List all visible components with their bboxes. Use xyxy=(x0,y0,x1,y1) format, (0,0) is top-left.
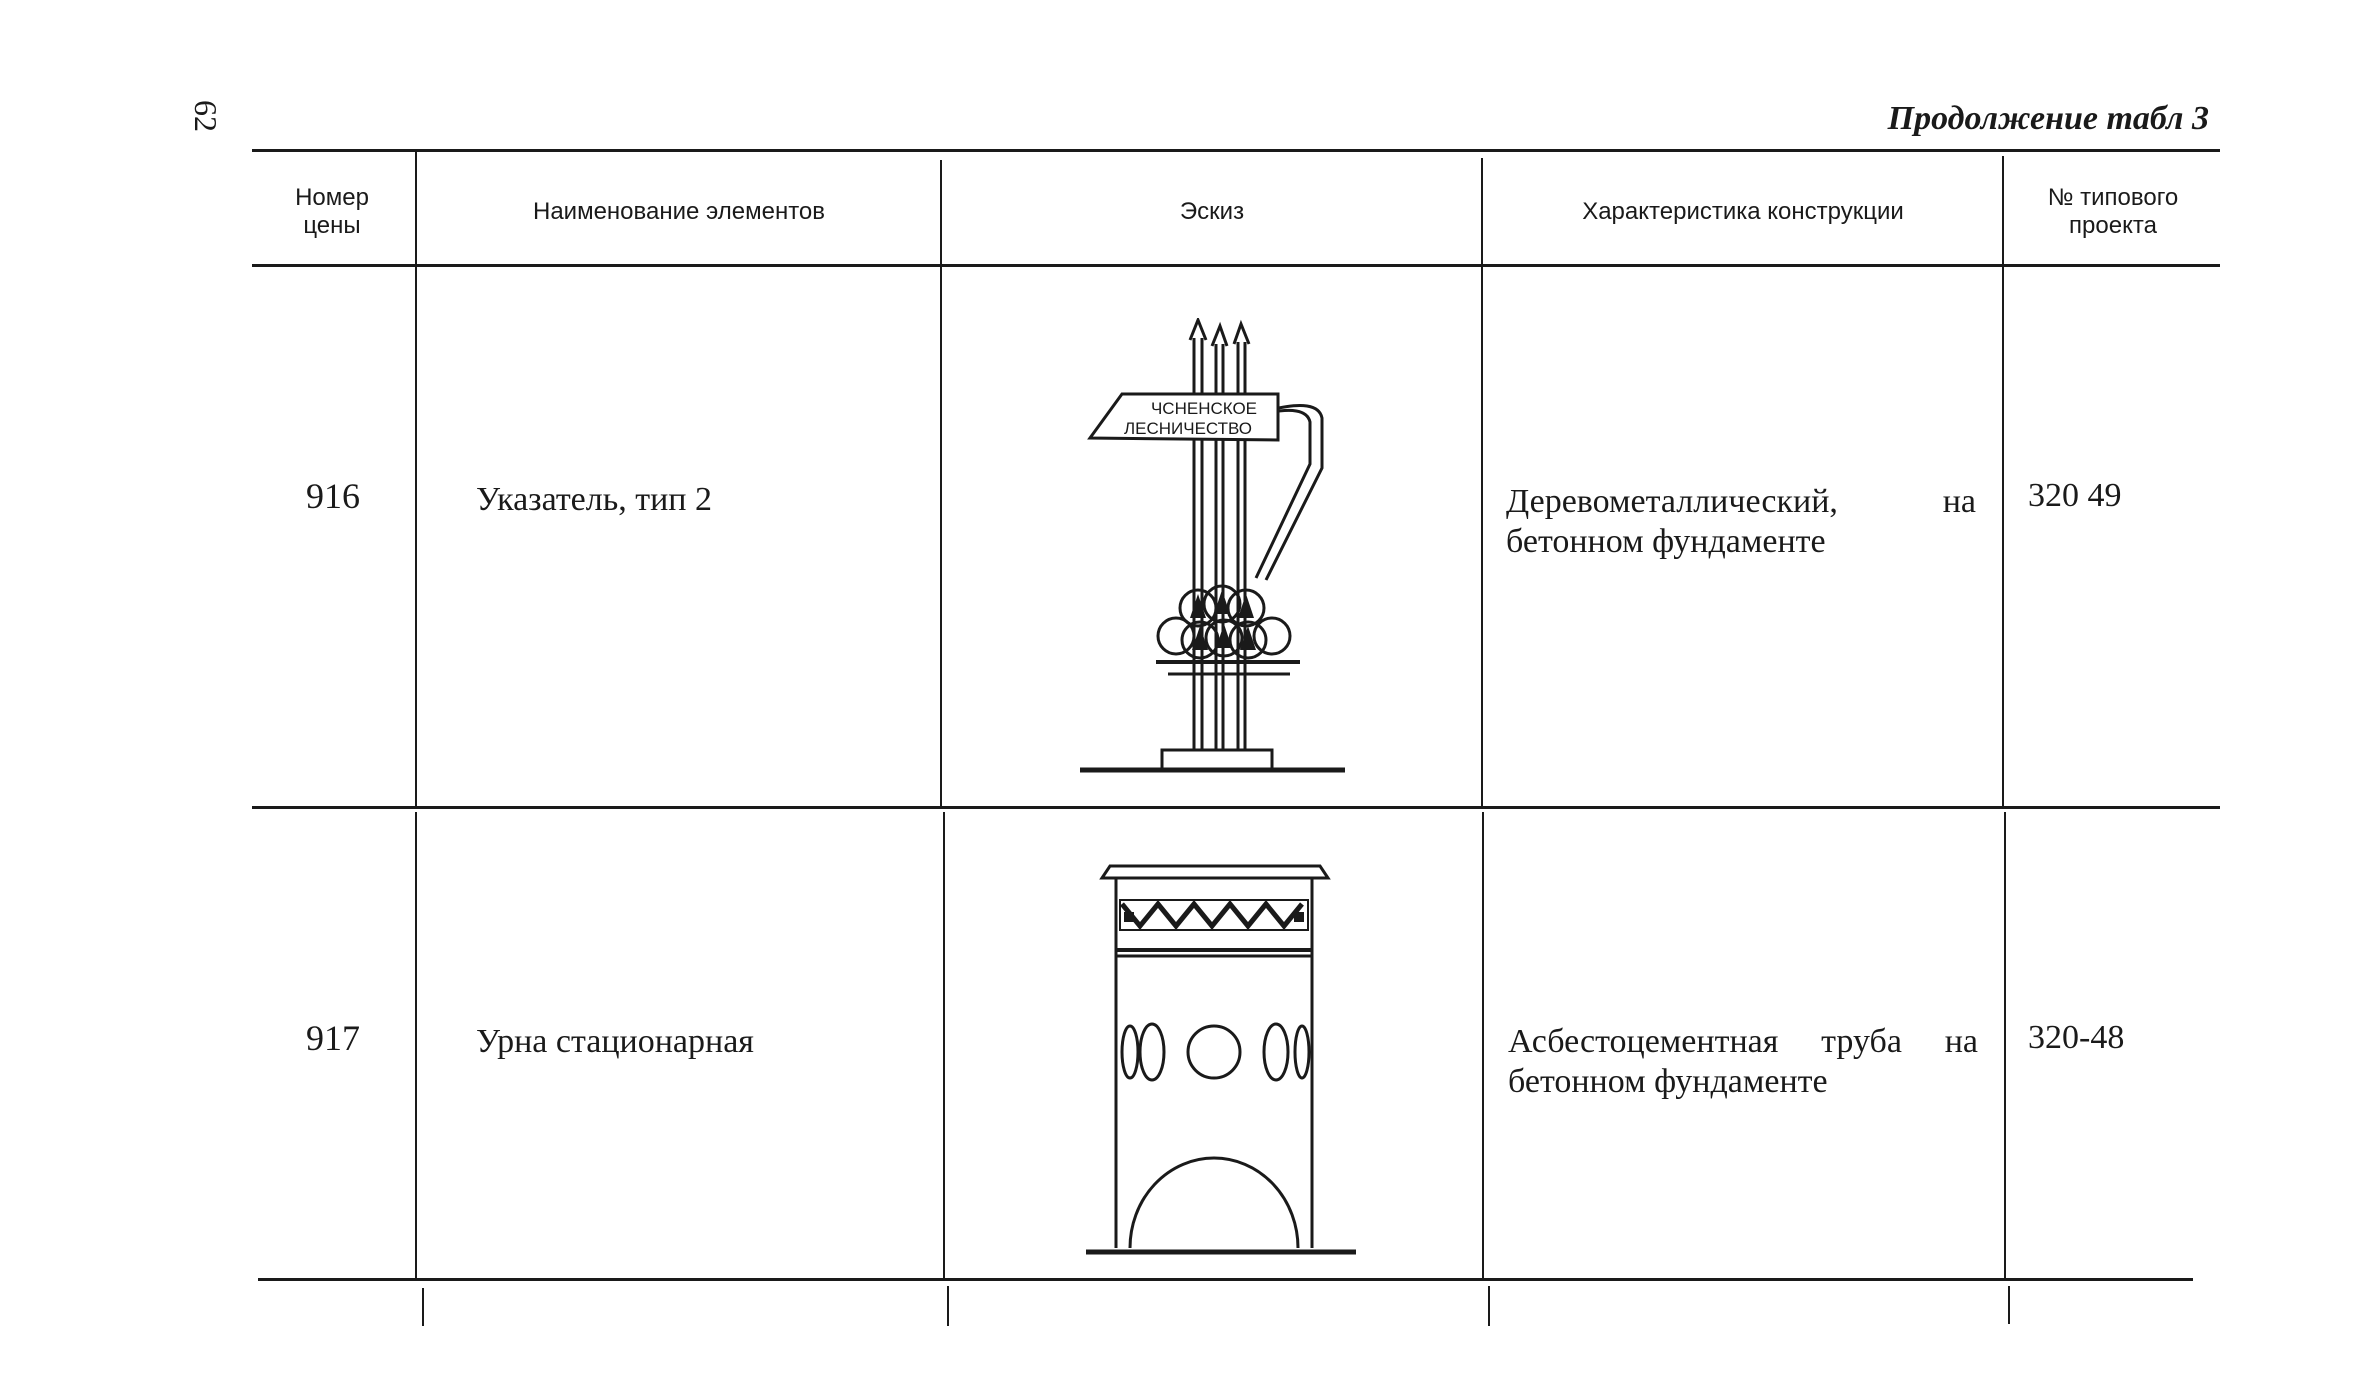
table-row-916-characteristics: Деревометаллический, на бетонном фундаме… xyxy=(1506,483,1976,560)
stub-2 xyxy=(947,1286,949,1326)
table-bottom-rule xyxy=(258,1278,2193,1281)
table-top-rule xyxy=(252,149,2220,152)
page-number: 62 xyxy=(188,100,224,132)
column-divider-1 xyxy=(415,152,417,806)
header-element-name: Наименование элементов xyxy=(532,198,826,225)
table-row-916-element-name: Указатель, тип 2 xyxy=(476,481,712,518)
sign-line-1: ЧСНЕНСКОЕ xyxy=(1151,399,1257,418)
column-divider-3b xyxy=(1482,812,1484,1278)
stub-1 xyxy=(422,1288,424,1326)
header-bottom-rule xyxy=(252,264,2220,267)
column-divider-1b xyxy=(415,812,417,1278)
signpost-sketch: ЧСНЕНСКОЕ ЛЕСНИЧЕСТВО xyxy=(1080,318,1345,773)
header-project-number: № типового проекта xyxy=(2047,184,2179,239)
column-divider-2 xyxy=(940,160,942,806)
stub-4 xyxy=(2008,1286,2010,1324)
column-divider-4 xyxy=(2002,156,2004,806)
table-row-916-price-number: 916 xyxy=(306,476,360,516)
header-price-number: Номер цены xyxy=(295,184,369,239)
table-continuation-caption: Продолжение табл 3 xyxy=(1887,100,2209,137)
trash-urn-sketch xyxy=(1086,864,1356,1255)
table-row-917-price-number: 917 xyxy=(306,1018,360,1058)
header-sketch: Эскиз xyxy=(1179,198,1245,225)
row-divider-rule xyxy=(252,806,2220,809)
table-row-917-characteristics: Асбестоцементная труба на бетонном фунда… xyxy=(1508,1023,1978,1100)
column-divider-4b xyxy=(2004,812,2006,1278)
header-characteristics: Характеристика конструкции xyxy=(1582,198,1904,225)
table-row-916-project-number: 320 49 xyxy=(2028,477,2122,514)
sign-line-2: ЛЕСНИЧЕСТВО xyxy=(1124,419,1252,438)
table-row-917-element-name: Урна стационарная xyxy=(476,1023,754,1060)
column-divider-3 xyxy=(1481,158,1483,806)
stub-3 xyxy=(1488,1286,1490,1326)
column-divider-2b xyxy=(943,812,945,1278)
table-row-917-project-number: 320-48 xyxy=(2028,1019,2125,1056)
